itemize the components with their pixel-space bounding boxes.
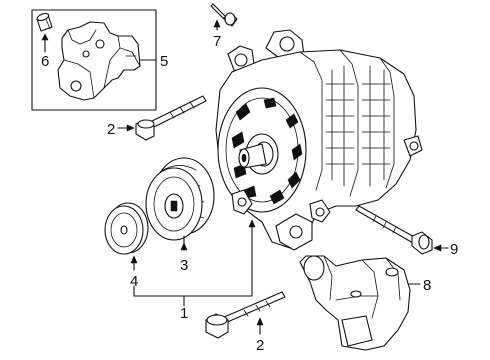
callout-3: 3 [180,257,188,274]
bolt-lower-part[interactable] [205,291,286,339]
callout-9: 9 [450,241,458,258]
support-bracket-part[interactable] [299,255,411,351]
callout-7: 7 [213,33,221,50]
callout-4: 4 [130,273,138,290]
pulley-part[interactable] [145,157,215,241]
callout-1: 1 [180,305,188,322]
alternator-part[interactable] [215,29,423,251]
pulley-cover-part[interactable] [104,202,149,255]
callout-2-lower: 2 [256,337,264,354]
leader-lines [130,219,256,307]
callout-8: 8 [423,277,431,294]
mounting-bracket-part[interactable] [57,21,141,101]
callout-2-upper: 2 [107,121,115,138]
bolt-right-part[interactable] [355,205,433,255]
callout-6: 6 [41,53,49,70]
inset-box [31,9,157,111]
bolt-top-part[interactable] [210,3,238,27]
callouts: 1 2 2 3 4 5 6 7 8 9 [41,33,458,354]
bolt-upper-part[interactable] [135,95,207,141]
bushing-part[interactable] [36,12,53,32]
callout-5: 5 [160,53,168,70]
